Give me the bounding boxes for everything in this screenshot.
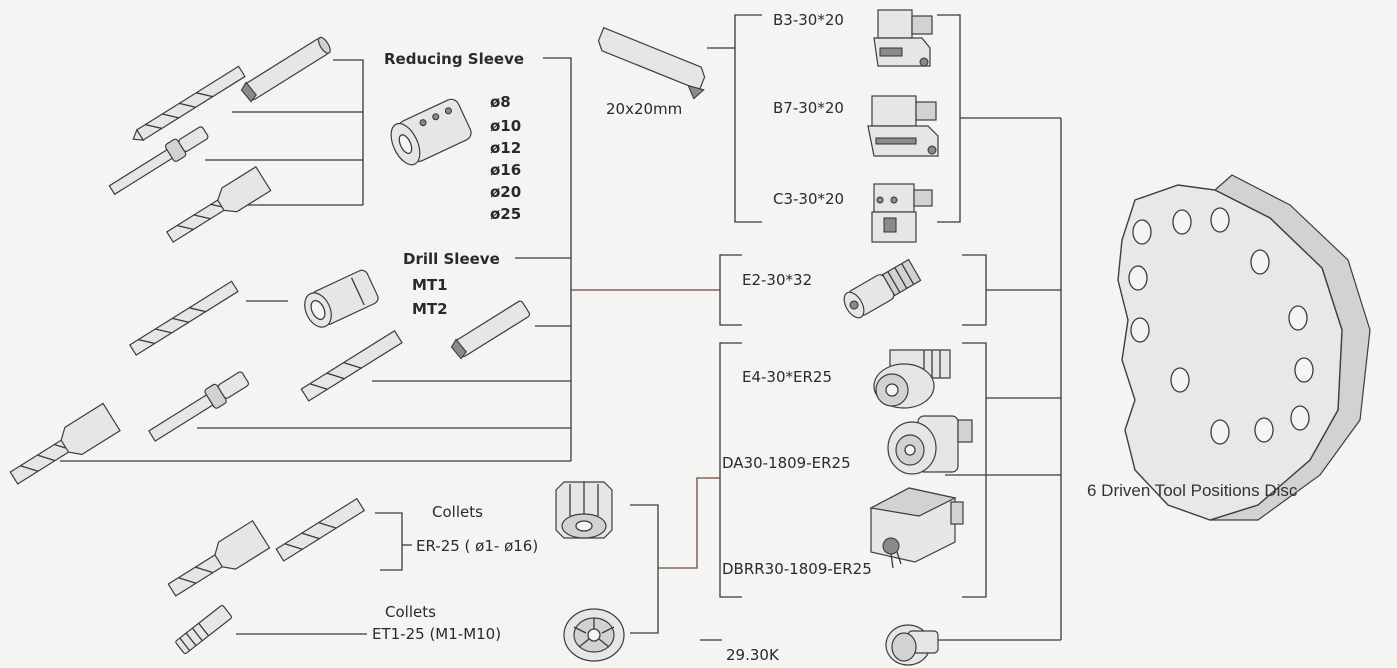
tap-icon xyxy=(175,604,232,655)
label-da30: DA30-1809-ER25 xyxy=(722,454,851,472)
collet-icon xyxy=(563,608,625,662)
drill-icon xyxy=(300,329,403,402)
drill-icon xyxy=(147,371,249,442)
size-10: ø10 xyxy=(490,117,522,135)
label-e2: E2-30*32 xyxy=(742,271,813,289)
drill-icon xyxy=(165,166,272,243)
size-8: ø8 xyxy=(490,93,511,111)
tool-holder-icon xyxy=(869,487,964,569)
label-mt1: MT1 xyxy=(412,276,448,294)
drill-icon xyxy=(167,519,271,597)
drill-sleeve-icon xyxy=(304,269,379,328)
collet-icon xyxy=(555,481,613,539)
label-b3: B3-30*20 xyxy=(773,11,844,29)
drill-icon xyxy=(128,280,239,356)
label-drill-sleeve: Drill Sleeve xyxy=(403,250,500,268)
size-25: ø25 xyxy=(490,205,522,223)
label-b7: B7-30*20 xyxy=(773,99,844,117)
boring-bar-icon xyxy=(450,300,531,360)
label-c3: C3-30*20 xyxy=(773,190,845,208)
reducing-sleeve-icon xyxy=(390,98,472,166)
label-er25: ER-25 ( ø1- ø16) xyxy=(416,537,539,555)
tool-holder-icon xyxy=(867,95,939,157)
drill-icon xyxy=(108,126,209,196)
label-disc: 6 Driven Tool Positions Disc xyxy=(1087,481,1298,500)
tool-holder-icon xyxy=(873,349,951,409)
plug-icon xyxy=(885,624,939,666)
connector-lines xyxy=(60,14,1062,641)
size-16: ø16 xyxy=(490,161,522,179)
drill-icon xyxy=(132,65,246,141)
label-20x20: 20x20mm xyxy=(606,100,683,118)
disc-icon xyxy=(1117,174,1371,521)
label-dbrr30: DBRR30-1809-ER25 xyxy=(722,560,872,578)
label-et1: ET1-25 (M1-M10) xyxy=(372,625,502,643)
drill-icon xyxy=(275,497,366,562)
label-mt2: MT2 xyxy=(412,300,448,318)
label-29-30k: 29.30K xyxy=(726,646,779,664)
label-collets-1: Collets xyxy=(432,503,483,521)
tool-holder-icon xyxy=(597,26,706,100)
drill-icon xyxy=(9,402,121,485)
label-e4: E4-30*ER25 xyxy=(742,368,833,386)
label-collets-2: Collets xyxy=(385,603,436,621)
size-20: ø20 xyxy=(490,183,522,201)
label-reducing-sleeve: Reducing Sleeve xyxy=(384,50,525,68)
boring-bar-icon xyxy=(240,36,331,103)
tool-holder-icon xyxy=(871,183,933,243)
tool-holder-icon xyxy=(873,9,933,67)
size-12: ø12 xyxy=(490,139,522,157)
tool-holder-icon xyxy=(887,415,973,475)
tool-holder-icon xyxy=(843,258,922,319)
